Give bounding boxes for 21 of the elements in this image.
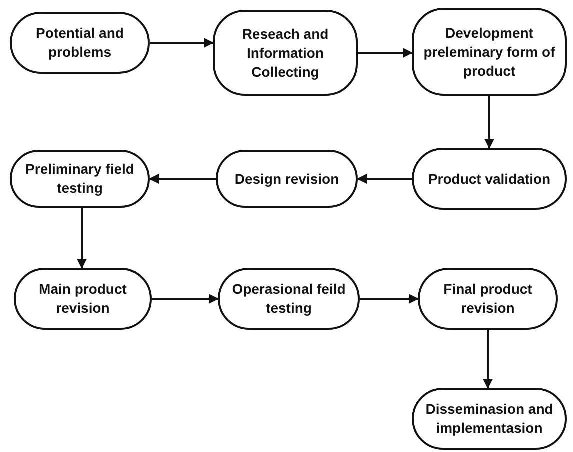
process-node <box>412 8 567 96</box>
arrow <box>484 96 494 149</box>
step-label: Design revision <box>234 170 340 188</box>
step-label: Disseminasion and implementasion <box>424 400 554 438</box>
step-label: Preliminary field testing <box>24 160 136 198</box>
step-label: Final product revision <box>442 280 534 318</box>
arrow <box>150 38 214 48</box>
step-label: Operasional feild testing <box>231 280 347 318</box>
arrow <box>149 174 216 184</box>
step-label: Potential and problems <box>35 24 125 62</box>
arrow <box>152 294 219 304</box>
arrow <box>483 330 493 389</box>
step-label: Main product revision <box>38 280 128 318</box>
step-label: Product validation <box>428 170 551 188</box>
step-label: Reseach and Information Collecting <box>241 24 330 82</box>
arrow <box>357 174 412 184</box>
step-label: Development preleminary form of product <box>422 24 556 80</box>
process-node <box>213 10 358 96</box>
arrow <box>77 208 87 269</box>
arrow <box>360 294 419 304</box>
arrow <box>358 48 413 58</box>
